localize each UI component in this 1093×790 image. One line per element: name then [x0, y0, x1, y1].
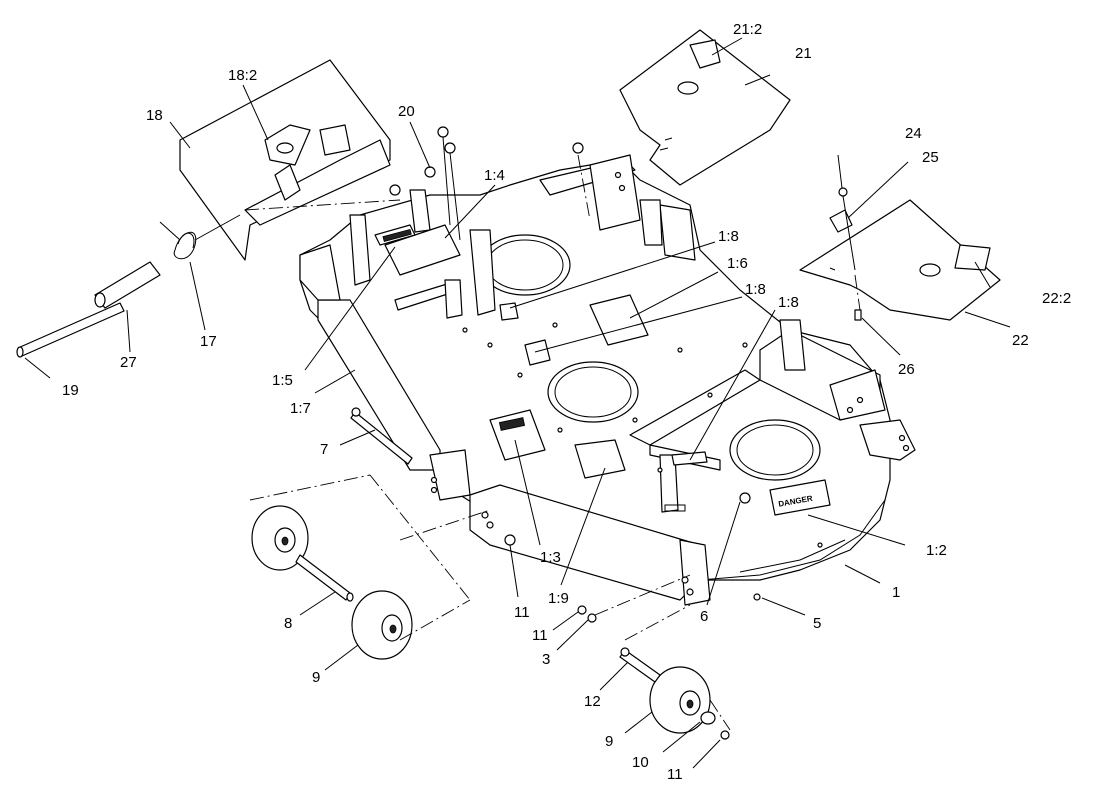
label-9-b: 9 [605, 733, 613, 750]
belt-cover-plate-21 [619, 29, 791, 186]
wheel-left-lower [351, 590, 413, 660]
label-10: 10 [632, 754, 649, 771]
assembly-lines [244, 199, 861, 731]
label-6: 6 [700, 608, 708, 625]
bolts-20 [389, 126, 591, 241]
label-26: 26 [898, 361, 915, 378]
label-27: 27 [120, 354, 137, 371]
axle-12 [619, 647, 661, 683]
label-1-8-a: 1:8 [718, 228, 739, 245]
pivot-rod-assembly [16, 214, 241, 358]
right-mount-brackets [629, 319, 916, 513]
label-1-5: 1:5 [272, 372, 293, 389]
label-18-2: 18:2 [228, 67, 257, 84]
discharge-shield-18 [179, 59, 391, 261]
belt-cover-plate-22 [799, 199, 1001, 321]
rear-center-brackets [349, 154, 696, 319]
label-1-2: 1:2 [926, 542, 947, 559]
label-11-c: 11 [667, 766, 683, 783]
axle-bolt-8 [295, 554, 354, 602]
label-25: 25 [922, 149, 939, 166]
callout-labels: 18 18:2 20 1:4 21:2 21 24 25 22:2 22 26 … [62, 21, 1071, 783]
label-1-4: 1:4 [484, 167, 505, 184]
label-3: 3 [542, 651, 550, 668]
deck-decals: DANGER [374, 224, 831, 516]
label-1-6: 1:6 [727, 255, 748, 272]
front-crossbar [469, 484, 711, 606]
label-1: 1 [892, 584, 900, 601]
latch-hardware [829, 187, 862, 321]
spacer-10-nut-11 [700, 711, 730, 740]
label-17: 17 [200, 333, 217, 350]
label-21: 21 [795, 45, 812, 62]
label-1-8-c: 1:8 [778, 294, 799, 311]
wheel-left-upper [251, 505, 309, 571]
leader-lines [24, 37, 1011, 769]
label-18: 18 [146, 107, 163, 124]
label-20: 20 [398, 103, 415, 120]
spindle-openings [479, 234, 821, 481]
label-7: 7 [320, 441, 328, 458]
label-9-a: 9 [312, 669, 320, 686]
label-21-2: 21:2 [733, 21, 762, 38]
label-1-7: 1:7 [290, 400, 311, 417]
label-11-a: 11 [514, 604, 530, 621]
label-8: 8 [284, 615, 292, 632]
label-1-9: 1:9 [548, 590, 569, 607]
wheel-right [649, 666, 711, 734]
label-11-b: 11 [532, 627, 548, 644]
label-5: 5 [813, 615, 821, 632]
label-24: 24 [905, 125, 922, 142]
label-12: 12 [584, 693, 601, 710]
front-nuts [504, 492, 761, 623]
deck-holes [462, 322, 823, 548]
label-19: 19 [62, 382, 79, 399]
label-1-3: 1:3 [540, 549, 561, 566]
label-22-2: 22:2 [1042, 290, 1071, 307]
label-1-8-b: 1:8 [745, 281, 766, 298]
bolt-7 [350, 407, 413, 465]
label-22: 22 [1012, 332, 1029, 349]
